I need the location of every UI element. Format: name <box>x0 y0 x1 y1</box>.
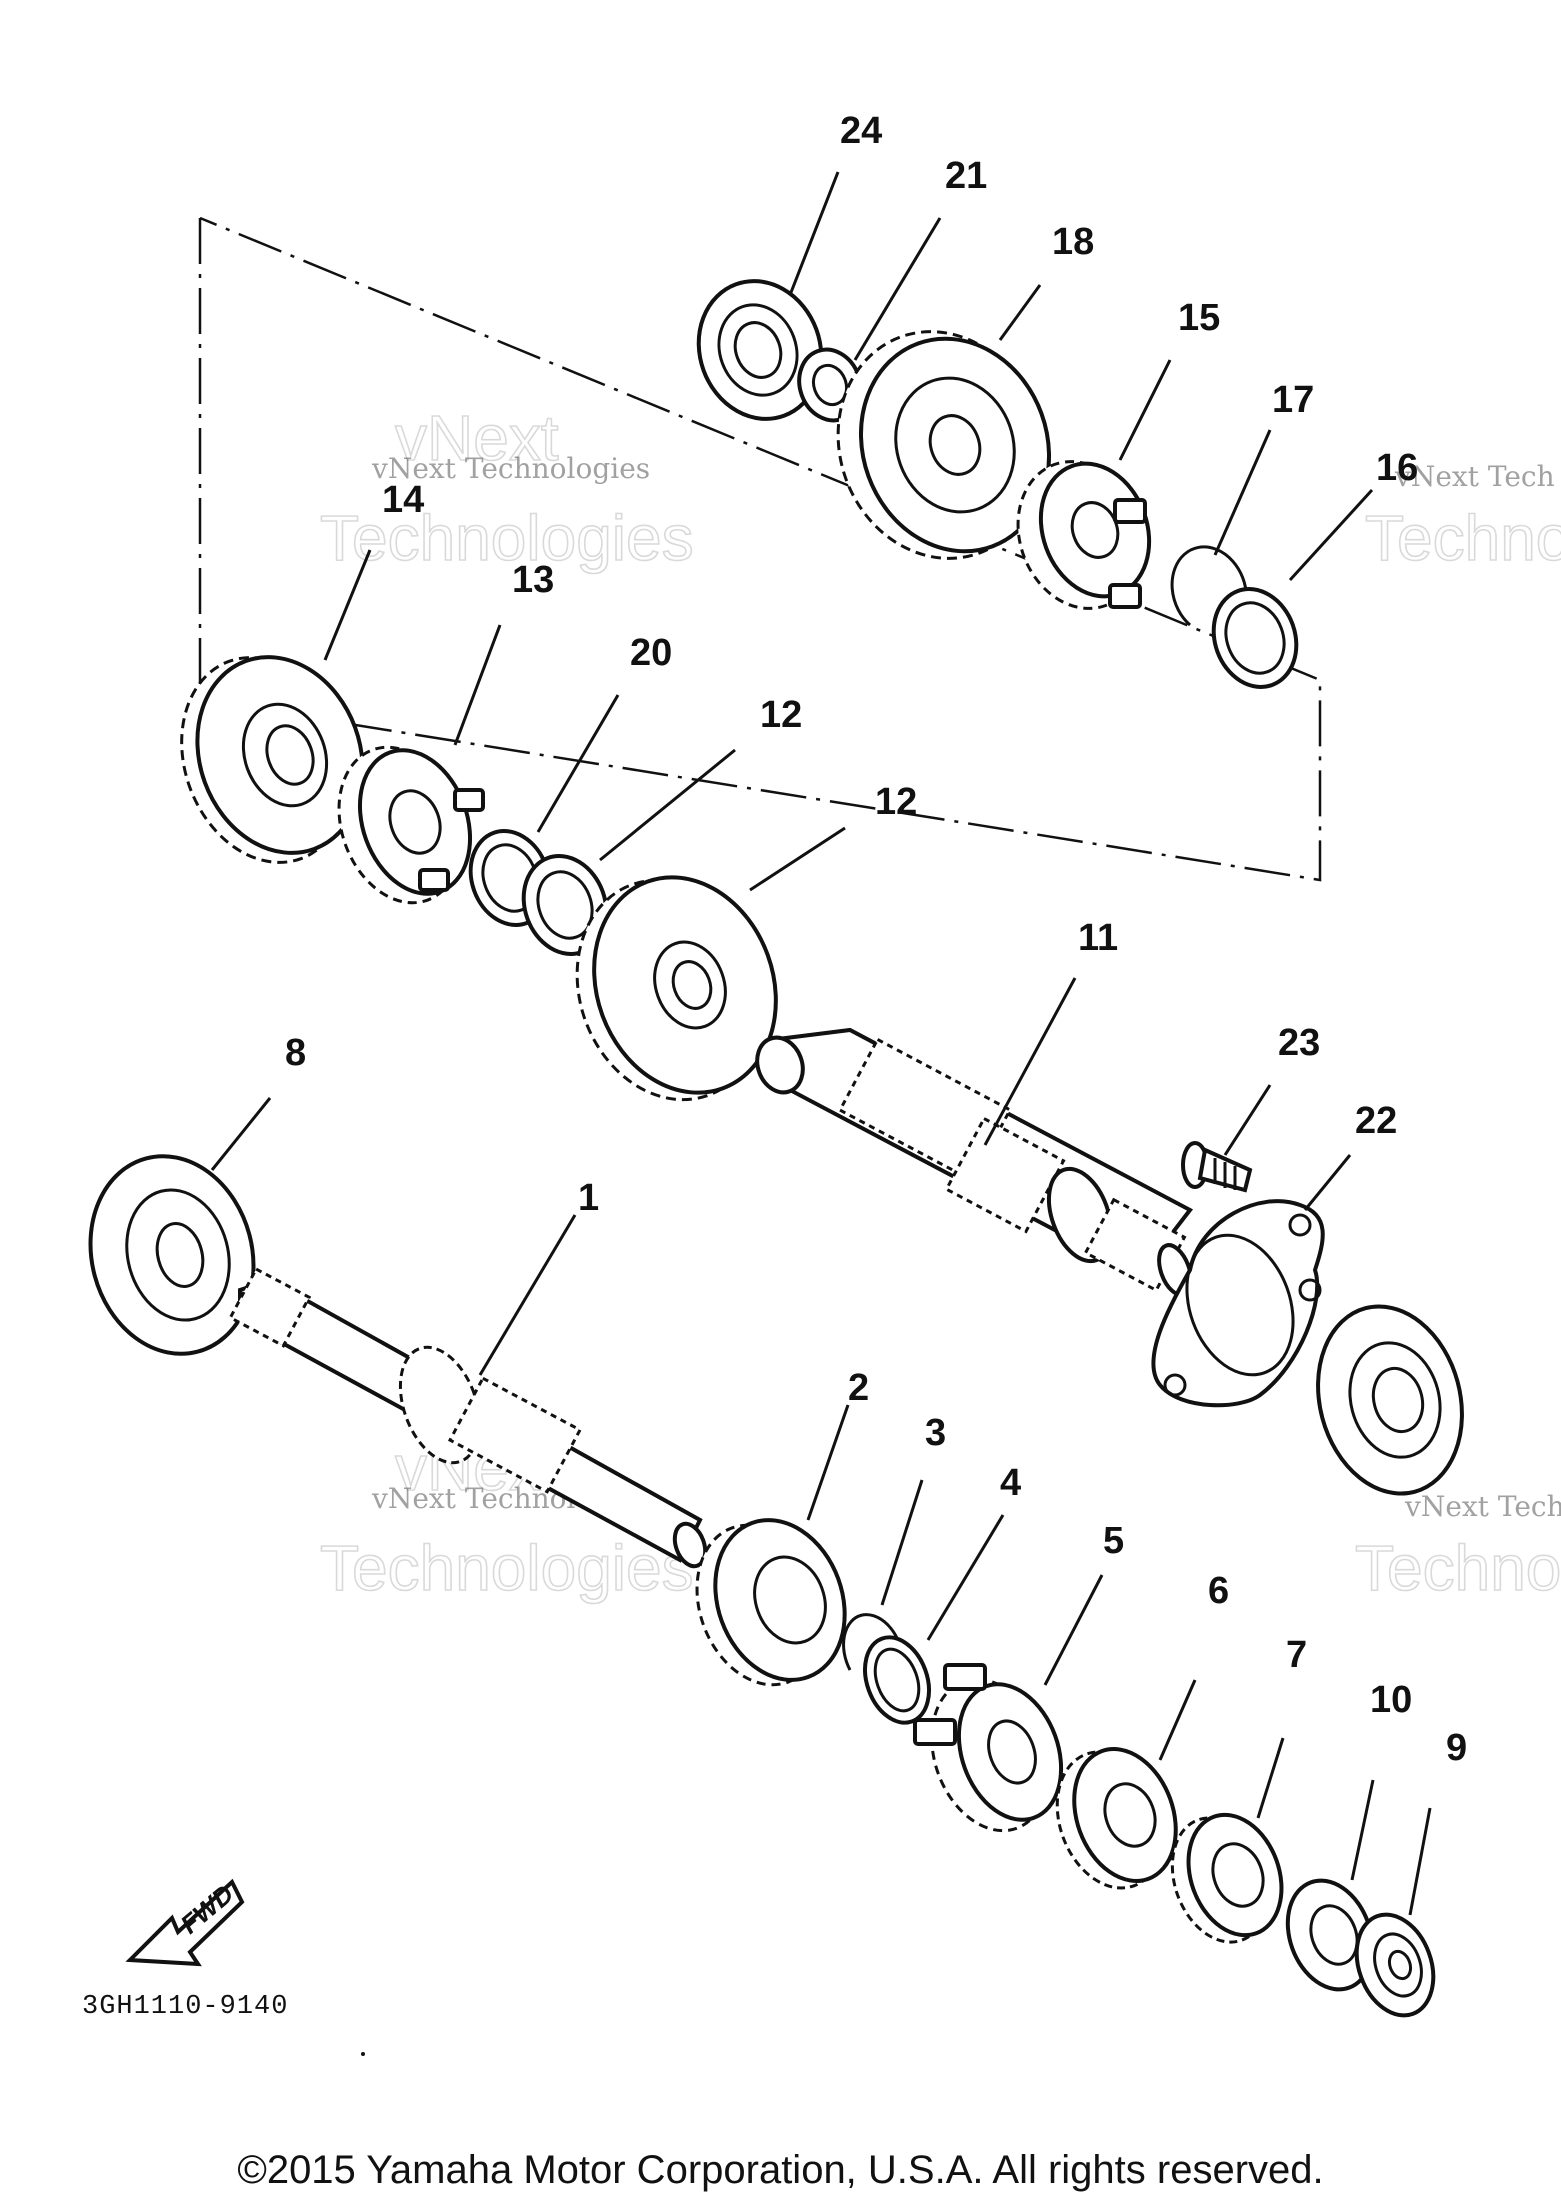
callout-18: 18 <box>1052 221 1094 263</box>
callout-4: 4 <box>1000 1462 1021 1504</box>
leader-lines <box>210 171 1432 1916</box>
callout-3: 3 <box>925 1412 946 1454</box>
callout-2: 2 <box>848 1367 869 1409</box>
watermark-line2-text: Technologies <box>320 502 694 574</box>
watermark-line2-text: Technologies <box>320 1532 694 1604</box>
callout-9: 9 <box>1446 1727 1467 1769</box>
callout-5: 5 <box>1103 1520 1124 1562</box>
gear-2 <box>695 1518 847 1687</box>
drive-shaft-11 <box>755 1027 1194 1297</box>
callout-17: 17 <box>1272 379 1314 421</box>
watermark-brand-text: vNext <box>395 402 559 474</box>
gear-15 <box>1016 460 1152 610</box>
callout-6: 6 <box>1208 1570 1229 1612</box>
fwd-arrow-icon: FWD <box>125 1878 245 1967</box>
bearing-right <box>1316 1304 1464 1496</box>
callout-10: 10 <box>1370 1679 1412 1721</box>
copyright-notice: ©2015 Yamaha Motor Corporation, U.S.A. A… <box>237 2148 1324 2192</box>
gear-14 <box>180 655 365 864</box>
callout-16: 16 <box>1376 447 1418 489</box>
callout-14: 14 <box>382 479 424 521</box>
gear-5 <box>913 1663 1064 1833</box>
stray-dot <box>361 2052 365 2056</box>
callout-11: 11 <box>1078 917 1118 959</box>
callout-8: 8 <box>285 1032 306 1074</box>
seal-9 <box>1354 1912 1436 2018</box>
watermark-full-text: vNext Technologies <box>371 452 650 485</box>
bearing-24 <box>696 279 824 421</box>
watermark-lower-right: vNext Tech Techno <box>1354 1490 1561 1605</box>
watermark-upper-right: vNext Tech Techno <box>1364 460 1561 575</box>
callout-12a: 12 <box>760 694 802 736</box>
gear-7 <box>1170 1812 1284 1944</box>
watermark-upper-left: vNext vNext Technologies Technologies <box>319 401 694 575</box>
main-axle-1 <box>228 1267 708 1569</box>
bearing-8 <box>88 1154 256 1356</box>
lock-washer-16 <box>1211 587 1299 689</box>
callout-24: 24 <box>840 110 882 152</box>
bolt-23 <box>1181 1141 1253 1193</box>
diagram-code: 3GH1110-9140 <box>82 1992 288 2022</box>
callout-numbers: 24 21 18 15 17 16 14 13 20 12 12 11 23 2… <box>285 110 1467 1769</box>
gear-13 <box>337 745 485 905</box>
callout-13: 13 <box>512 559 554 601</box>
gear-12b <box>575 875 778 1102</box>
callout-22: 22 <box>1355 1100 1397 1142</box>
watermark-cut-text: vNext Tech <box>1394 460 1555 493</box>
callout-15: 15 <box>1178 297 1220 339</box>
assembly-outline-dashed <box>198 216 1322 882</box>
callout-7: 7 <box>1286 1634 1307 1676</box>
watermark-cut-text: vNext Tech <box>1404 1490 1561 1523</box>
callout-23: 23 <box>1278 1022 1320 1064</box>
retainer-plate-22 <box>1151 1199 1325 1408</box>
gear-18 <box>836 330 1052 560</box>
callout-21: 21 <box>945 155 987 197</box>
watermark-cut-line2-text: Techno <box>1365 502 1561 574</box>
callout-20: 20 <box>630 632 672 674</box>
watermark-cut-line2-text: Techno <box>1355 1532 1561 1604</box>
washer-4 <box>863 1635 931 1725</box>
gear-6 <box>1055 1747 1178 1890</box>
callout-12b: 12 <box>875 781 917 823</box>
callout-1: 1 <box>578 1177 599 1219</box>
